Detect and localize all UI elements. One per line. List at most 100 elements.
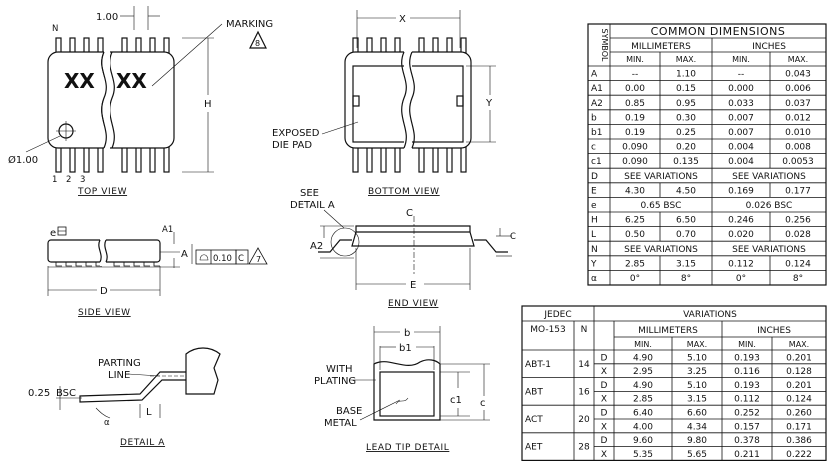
package-pin [163, 145, 170, 173]
min-header: MIN. [732, 55, 750, 64]
package-pin [55, 145, 62, 173]
tolerance-value: 0.10 [213, 254, 232, 264]
end-view: C SEE DETAIL A A2 C E END VIEW [290, 188, 516, 309]
package-pin [394, 145, 401, 173]
variation-in-min: 0.252 [734, 409, 760, 419]
variation-mm-max: 6.60 [687, 409, 707, 419]
row-mm-max: 0.15 [676, 84, 696, 94]
dim-a2-label: A2 [310, 241, 323, 252]
end-view-right-lead [474, 239, 508, 253]
variation-mm-max: 3.25 [687, 367, 707, 377]
variation-mm-min: 4.00 [633, 422, 653, 432]
variation-symbol: X [601, 450, 607, 460]
angle-label: α [104, 418, 110, 428]
row-in-min: 0.000 [728, 84, 754, 94]
dim-e-label: E [410, 280, 416, 291]
row-mm-span: SEE VARIATIONS [624, 245, 698, 255]
variation-symbol: D [601, 409, 608, 419]
side-lead [75, 262, 82, 267]
jedec-label: JEDEC [543, 310, 571, 320]
row-mm-max: 0.25 [676, 128, 696, 138]
row-in-min: 0.169 [728, 186, 754, 196]
variation-in-max: 0.171 [786, 422, 812, 432]
variation-in-max: 0.201 [786, 353, 812, 363]
row-in-max: 0.256 [785, 216, 811, 226]
plating-label: PLATING [314, 376, 356, 387]
row-symbol: b1 [591, 128, 602, 138]
variation-pin-count: 14 [578, 360, 590, 370]
row-symbol: α [591, 274, 597, 284]
row-in-max: 0.043 [785, 70, 811, 80]
package-pin [69, 145, 76, 173]
variation-mm-min: 9.60 [633, 436, 653, 446]
variation-code: ABT-1 [525, 360, 551, 370]
bottom-view-pins-bottom [352, 145, 467, 173]
variation-pin-count: 28 [578, 443, 590, 453]
package-pin [366, 145, 373, 173]
pin-number-1: 1 [52, 175, 57, 185]
end-view-caption: END VIEW [388, 299, 438, 309]
row-in-max: 0.006 [785, 84, 811, 94]
row-symbol: c1 [591, 157, 602, 167]
row-mm-max: 0.30 [676, 113, 696, 123]
dim-b1-label: b1 [399, 343, 412, 354]
dim-x-label: X [399, 14, 406, 25]
detail-a-lead [79, 371, 186, 403]
row-symbol: A2 [591, 99, 603, 109]
row-mm-min: 0.19 [625, 128, 645, 138]
row-in-min: 0.246 [728, 216, 754, 226]
bottom-view-caption: BOTTOM VIEW [368, 187, 440, 197]
detail-a: PARTING LINE 0.25 BSC L α DETAIL A [28, 347, 221, 448]
row-in-min: -- [738, 70, 745, 80]
see-label: SEE [300, 188, 319, 199]
var-min-header: MIN. [738, 340, 756, 349]
mo-label: MO-153 [530, 325, 566, 335]
end-view-body [351, 231, 475, 247]
variation-mm-max: 5.65 [687, 450, 707, 460]
side-lead [113, 262, 120, 267]
variation-mm-min: 5.35 [633, 450, 653, 460]
variation-mm-min: 2.85 [633, 395, 653, 405]
pin-number-2: 2 [66, 175, 71, 185]
common-table-frame [587, 23, 827, 286]
variation-symbol: X [601, 422, 607, 432]
row-in-max: 0.124 [785, 259, 811, 269]
variation-mm-max: 5.10 [687, 353, 707, 363]
dim-a-label: A [181, 249, 188, 260]
min-header: MIN. [626, 55, 644, 64]
variation-symbol: X [601, 367, 607, 377]
var-max-header: MAX. [687, 340, 707, 349]
base-metal-region [379, 371, 435, 417]
row-in-max: 0.177 [785, 186, 811, 196]
tolerance-datum: C [238, 254, 244, 264]
row-mm-min: 0° [630, 274, 640, 284]
centerline-label: C [406, 208, 413, 219]
row-in-max: 8° [793, 274, 803, 284]
side-e-label: e [50, 228, 56, 239]
variation-in-max: 0.201 [786, 381, 812, 391]
side-lead [85, 262, 92, 267]
var-max-header: MAX. [789, 340, 809, 349]
variation-mm-min: 4.90 [633, 353, 653, 363]
bsc-label: BSC [56, 388, 76, 399]
row-symbol: H [591, 216, 598, 226]
row-in-min: 0.020 [728, 230, 754, 240]
variation-mm-max: 9.80 [687, 436, 707, 446]
dim-y-label: Y [485, 98, 493, 109]
inches-header: INCHES [752, 42, 786, 52]
variation-mm-max: 5.10 [687, 381, 707, 391]
row-symbol: Y [590, 259, 597, 269]
row-symbol: e [591, 201, 597, 211]
variation-pin-count: 16 [578, 387, 590, 397]
side-view: e A1 A 0.10 C 7 D SIDE VIEW [47, 225, 268, 318]
variation-pin-count: 20 [578, 415, 590, 425]
row-mm-max: 0.70 [676, 230, 696, 240]
variation-in-max: 0.260 [786, 409, 812, 419]
row-symbol: A [591, 70, 598, 80]
row-symbol: L [591, 230, 596, 240]
variation-in-max: 0.386 [786, 436, 812, 446]
variations-table-frame [521, 305, 827, 461]
row-mm-min: 4.30 [625, 186, 645, 196]
top-view-caption: TOP VIEW [77, 187, 127, 197]
